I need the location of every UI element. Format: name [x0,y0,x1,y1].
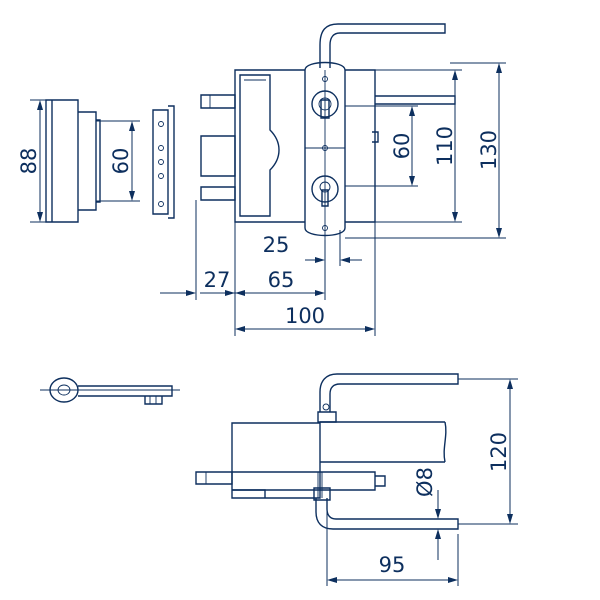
lock-body-side [195,422,386,499]
lever-handle-front [319,23,446,68]
strike-plate-side-view [45,99,101,223]
dim-60-left-label: 60 [109,148,133,175]
lock-body-front [200,61,456,240]
dim-27-label: 27 [204,268,231,292]
dim-95-label: 95 [379,553,406,577]
mounting-plate [152,105,175,219]
dim-25-label: 25 [263,233,290,257]
dimension-60-right: 60 [345,105,418,187]
dimension-8: Ø8 [413,467,445,560]
dim-120-label: 120 [487,432,511,472]
dimension-120: 120 [458,378,518,525]
dimension-130: 130 [345,62,506,239]
dim-88-label: 88 [17,148,41,175]
dimension-27-65: 27 65 [160,200,326,300]
lever-handle-side-top [317,373,459,423]
dim-8-label: Ø8 [413,467,437,497]
dimension-25: 25 [263,230,362,266]
dimension-95: 95 [326,512,459,586]
dimension-88: 88 [17,99,46,223]
dim-100-label: 100 [285,304,325,328]
key [40,377,180,405]
dimension-100: 100 [234,222,376,336]
dim-110-label: 110 [433,126,457,166]
door-edge [320,421,447,463]
dimension-110: 110 [375,69,462,223]
dim-60-right-label: 60 [390,133,414,160]
dim-130-label: 130 [477,130,501,170]
dimension-60-left: 60 [96,120,140,202]
dim-65-label: 65 [268,268,295,292]
